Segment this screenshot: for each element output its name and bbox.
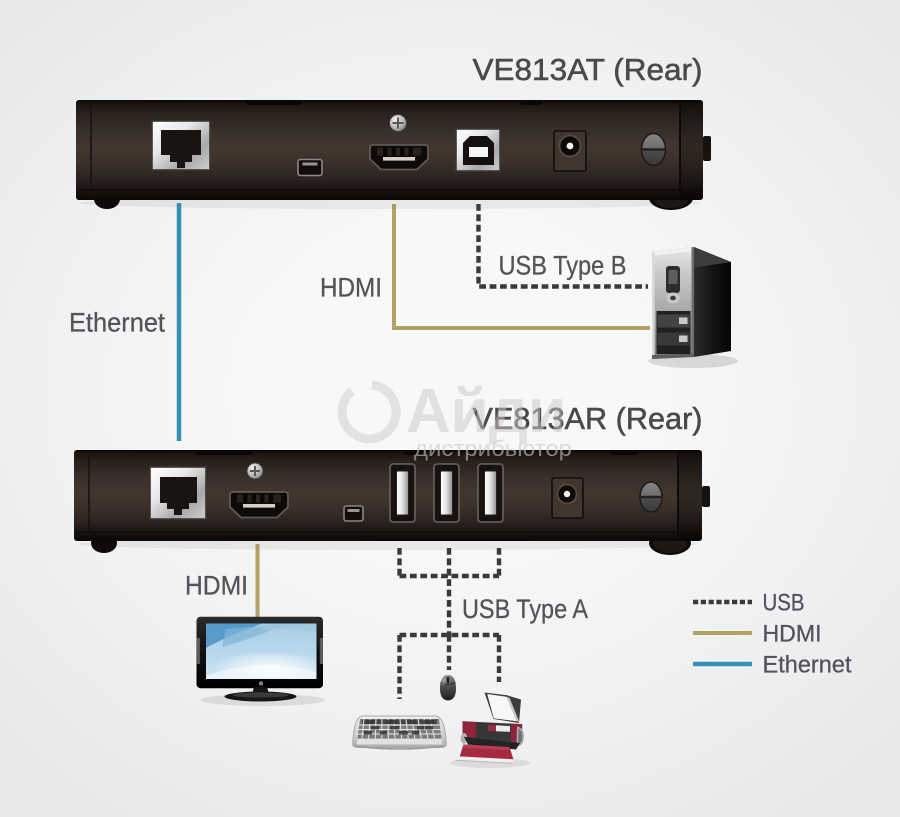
svg-text:VE813AT (Rear): VE813AT (Rear) [473, 52, 703, 87]
svg-text:дистрибьютор: дистрибьютор [414, 436, 572, 461]
svg-text:USB Type A: USB Type A [462, 594, 588, 624]
svg-text:USB: USB [763, 590, 805, 617]
svg-text:HDMI: HDMI [763, 621, 822, 648]
svg-text:Айди: Айди [406, 377, 566, 446]
svg-text:VE813AR (Rear): VE813AR (Rear) [473, 401, 703, 436]
svg-text:HDMI: HDMI [320, 273, 382, 303]
svg-text:HDMI: HDMI [185, 571, 248, 601]
svg-text:Ethernet: Ethernet [763, 652, 852, 679]
svg-text:USB Type B: USB Type B [499, 251, 627, 281]
svg-text:Ethernet: Ethernet [69, 308, 165, 338]
